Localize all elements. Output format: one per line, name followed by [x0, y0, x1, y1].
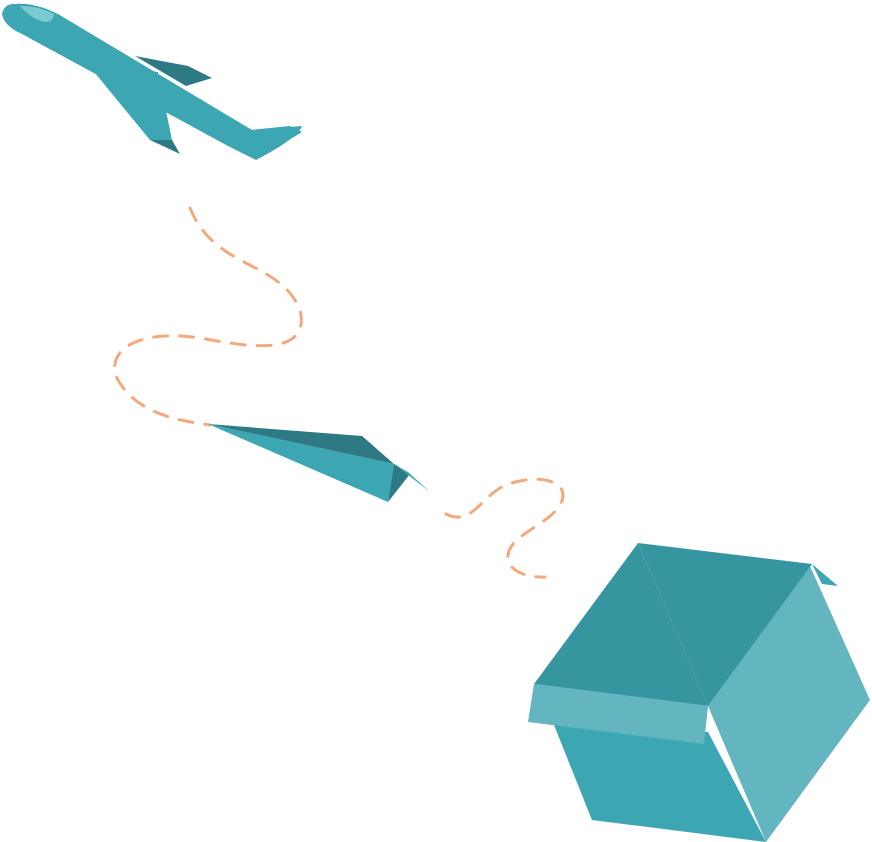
airplane-near-wing [86, 62, 172, 140]
paper-plane-fold [388, 464, 410, 502]
house-eave [528, 684, 708, 744]
paper-plane-tip [394, 464, 430, 492]
dashed-flight-path-lower [444, 477, 565, 579]
house-roof-left [534, 543, 708, 706]
airplane-tail [250, 126, 302, 160]
airplane-window [20, 6, 54, 22]
airplane-near-wing-tip [150, 140, 180, 154]
dashed-flight-path-upper [113, 206, 303, 427]
airplane-icon [2, 3, 302, 161]
house-front-wall [552, 720, 766, 842]
house-right-wall [708, 566, 870, 842]
paper-plane-icon [208, 424, 430, 502]
airplane-far-wing [135, 56, 212, 86]
house-roof-flap [812, 564, 838, 586]
house-roof-right [638, 543, 812, 706]
house-box-icon [528, 543, 870, 842]
paper-plane-body [208, 424, 394, 502]
